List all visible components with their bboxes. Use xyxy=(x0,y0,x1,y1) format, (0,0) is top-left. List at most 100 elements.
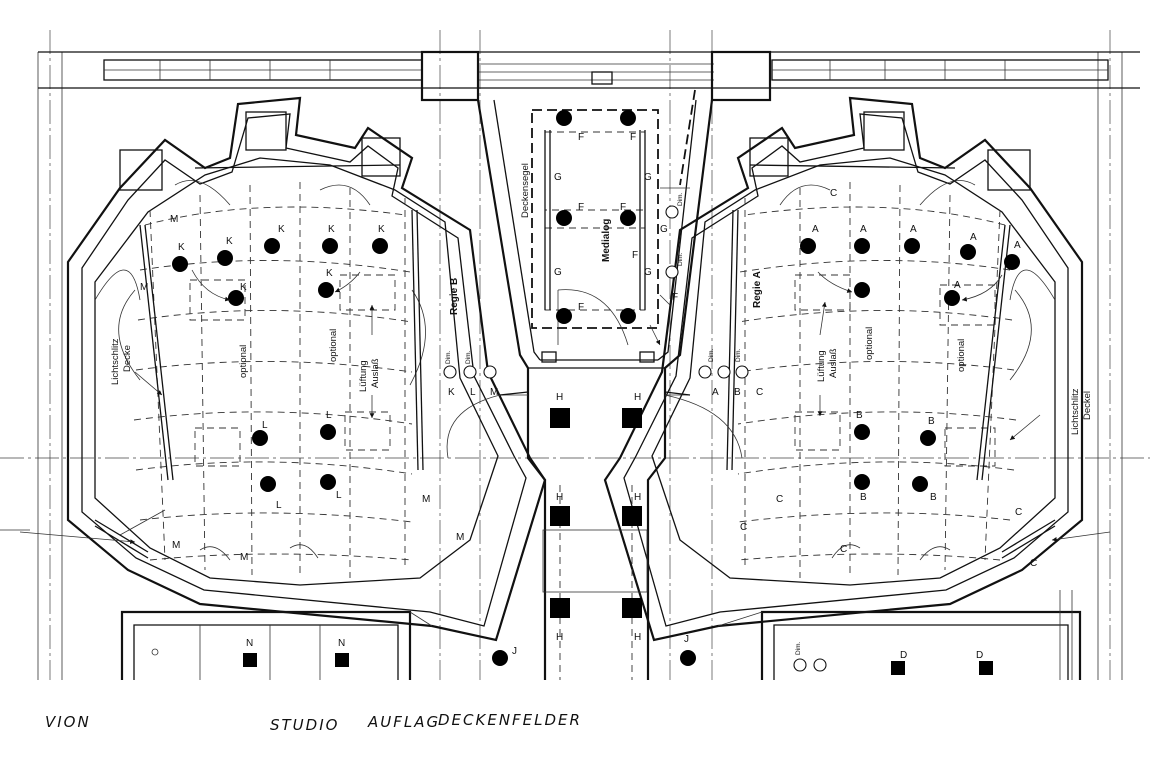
fixture-letter: C xyxy=(830,188,837,199)
fixture-letter: B xyxy=(734,387,741,398)
fixture-letter: F xyxy=(578,302,584,313)
label-decke-left: Decke xyxy=(122,345,133,372)
label-lueftung-right: Lüftung xyxy=(816,350,827,382)
fixture-letter: J xyxy=(512,646,517,657)
dimmer-symbols xyxy=(443,205,827,672)
fixture-letter: C xyxy=(756,387,763,398)
fixture-letter: G xyxy=(644,172,652,183)
fixture-letter: M xyxy=(240,552,248,563)
handwritten-title-3: DECKENFELDER xyxy=(438,711,582,729)
label-auslass-left: Auslaß xyxy=(370,358,381,388)
downlights xyxy=(172,110,1020,666)
top-facade xyxy=(38,50,1140,102)
label-optional-right-1: optional xyxy=(864,327,875,360)
fixture-letter: H xyxy=(634,492,641,503)
fixture-letter: L xyxy=(326,410,332,421)
fixture-letter: M xyxy=(490,387,498,398)
fixture-letter: K xyxy=(278,224,285,235)
right-light-slots xyxy=(726,164,1056,559)
label-lueftung-left: Lüftung xyxy=(358,360,369,392)
fixture-letter: L xyxy=(276,500,282,511)
fixture-letter: A xyxy=(712,387,719,398)
fixture-letter: G xyxy=(554,267,562,278)
fixture-letter: A xyxy=(812,224,819,235)
fixture-letters: K K K K K K K K L M L L L L M M M M M M … xyxy=(140,132,1037,661)
fixture-letter: N xyxy=(246,638,253,649)
fixture-letter: A xyxy=(1014,240,1021,251)
fixture-letter: M xyxy=(140,282,148,293)
fixture-letter: C xyxy=(776,494,783,505)
arrows xyxy=(19,269,1111,544)
fixture-letter: F xyxy=(578,132,584,143)
label-lichtschlitz-left: Lichtschlitz xyxy=(110,338,121,385)
left-ceiling-grid xyxy=(94,180,426,578)
left-studio-walls xyxy=(66,96,547,642)
fixture-letter: G xyxy=(660,224,668,235)
fixture-letter: H xyxy=(556,632,563,643)
fixture-letter: K xyxy=(448,387,455,398)
fixture-letter: J xyxy=(684,634,689,645)
dim-label: Dim. xyxy=(795,641,802,655)
fixture-letter: A xyxy=(954,280,961,291)
fixture-letter: F xyxy=(672,292,678,303)
label-auslass-right: Auslaß xyxy=(828,348,839,378)
fixture-letter: C xyxy=(1030,558,1037,569)
label-optional-left-2: optional xyxy=(328,329,339,362)
fixture-letter: H xyxy=(634,632,641,643)
fixture-letter: G xyxy=(554,172,562,183)
label-deckel-right: Deckel xyxy=(1082,391,1093,420)
left-light-slots xyxy=(94,164,424,559)
label-optional-right-2: optional xyxy=(956,339,967,372)
center-walls xyxy=(446,89,743,680)
fixture-letter: F xyxy=(578,202,584,213)
dim-label: Dim. xyxy=(465,350,472,364)
fixture-letter: N xyxy=(338,638,345,649)
fixture-letter: H xyxy=(556,392,563,403)
fixture-letter: D xyxy=(900,650,907,661)
fixture-letter: K xyxy=(178,242,185,253)
fixture-letter: K xyxy=(328,224,335,235)
fixture-letter: B xyxy=(928,416,935,427)
fixture-letter: L xyxy=(470,387,476,398)
fixture-letter: C xyxy=(740,522,747,533)
room-label-medialog: Medialog xyxy=(601,219,612,262)
fixture-letter: L xyxy=(336,490,342,501)
dim-labels: Dim. Dim. Dim. Dim. Dim. Dim. Dim. xyxy=(445,192,802,655)
fixture-letter: B xyxy=(856,410,863,421)
fixture-letter: C xyxy=(840,544,847,555)
label-deckensegel: Deckensegel xyxy=(520,163,531,218)
handwritten-name: VION xyxy=(45,713,91,731)
fixture-letter: M xyxy=(172,540,180,551)
fixture-letter: A xyxy=(970,232,977,243)
fixture-letter: L xyxy=(262,420,268,431)
fixture-letter: B xyxy=(930,492,937,503)
fixture-letter: K xyxy=(240,282,247,293)
dim-label: Dim. xyxy=(445,350,452,364)
fixture-letter: F xyxy=(632,250,638,261)
dim-label: Dim. xyxy=(677,252,684,266)
handwritten-title-2: AUFLAG xyxy=(367,713,440,731)
fixture-letter: K xyxy=(326,268,333,279)
label-optional-left-1: optional xyxy=(238,345,249,378)
fixture-letter: H xyxy=(634,392,641,403)
label-lichtschlitz-right: Lichtschlitz xyxy=(1070,388,1081,435)
fixture-letter: A xyxy=(910,224,917,235)
fixture-letter: D xyxy=(976,650,983,661)
fixture-letter: F xyxy=(630,132,636,143)
fixture-letter: G xyxy=(644,267,652,278)
axis-lines xyxy=(0,30,1150,680)
room-label-regie-a: Regie A xyxy=(752,271,763,308)
right-ceiling-grid xyxy=(737,180,1056,578)
dim-label: Dim. xyxy=(708,348,715,362)
fixture-letter: F xyxy=(620,202,626,213)
fixture-letter: B xyxy=(860,492,867,503)
dim-label: Dim. xyxy=(735,348,742,362)
fixture-letter: M xyxy=(456,532,464,543)
room-label-regie-b: Regie B xyxy=(449,278,460,315)
bottom-rooms xyxy=(120,590,1082,680)
fixture-letter: C xyxy=(1015,507,1022,518)
fixture-letter: M xyxy=(422,494,430,505)
fixture-letter: K xyxy=(378,224,385,235)
ceiling-boxes xyxy=(243,408,993,675)
